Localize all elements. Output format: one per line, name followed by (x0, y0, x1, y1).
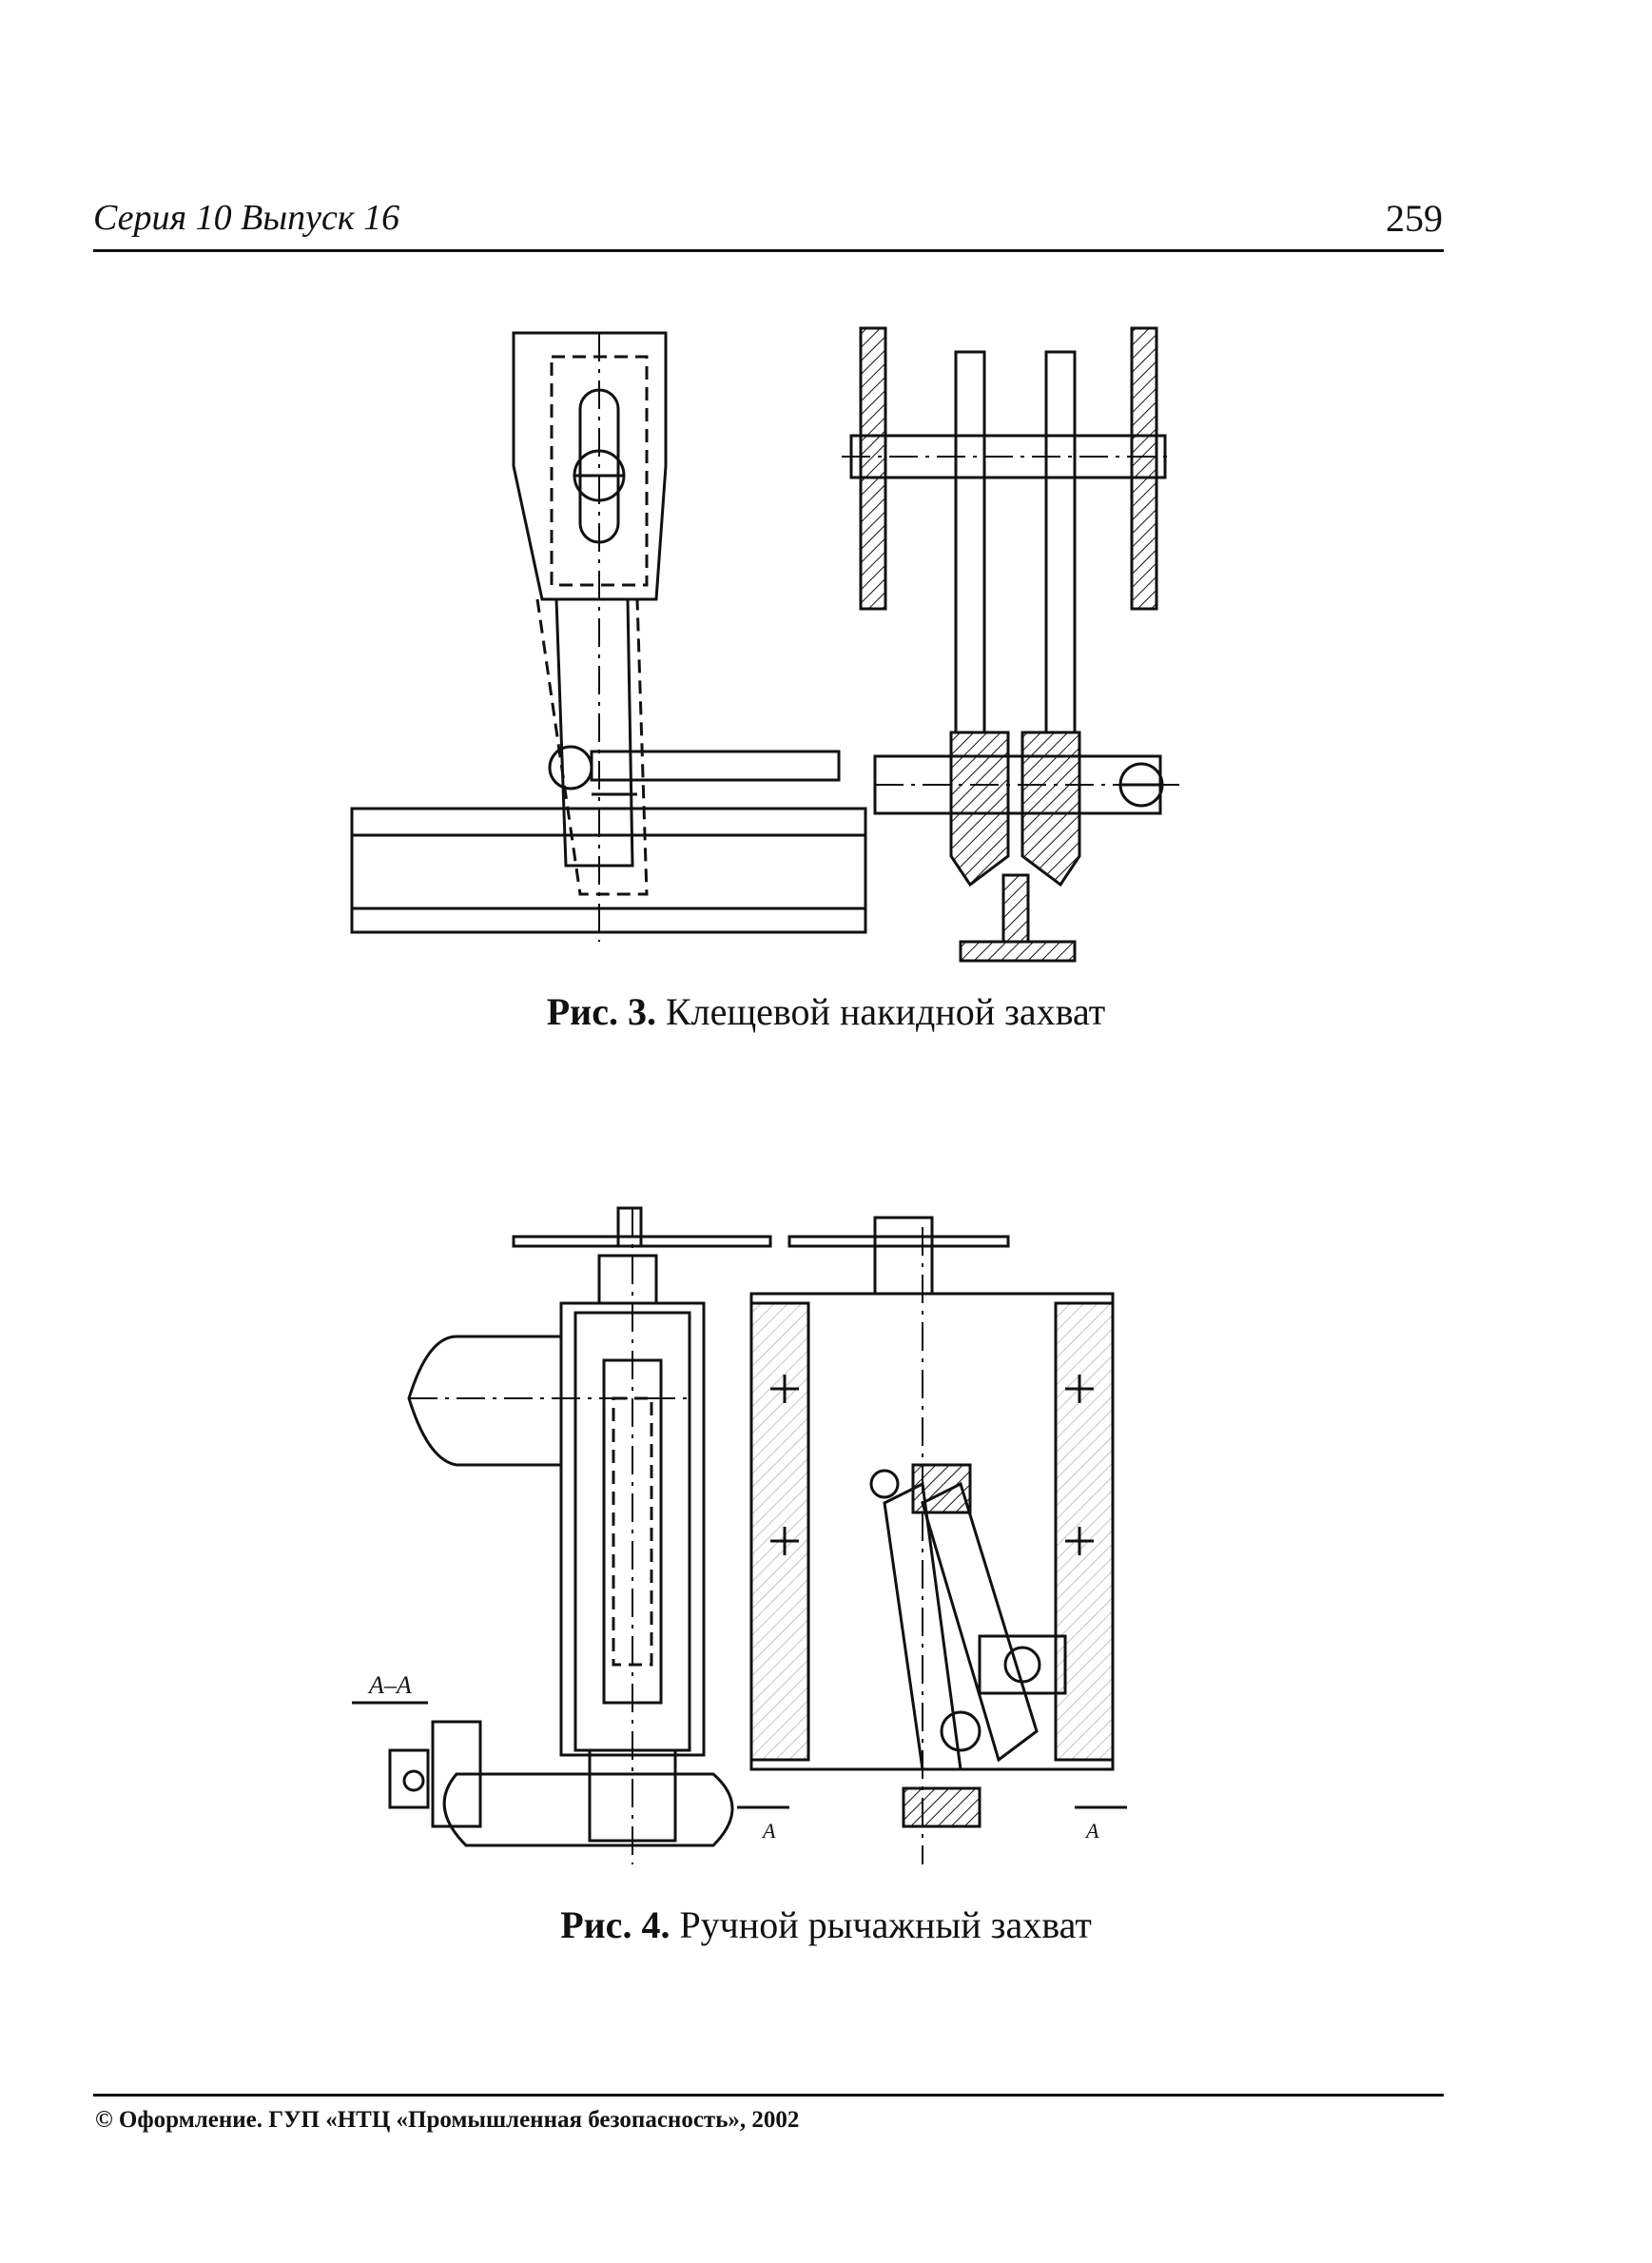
figure-4-title: Ручной рычажный захват (679, 1903, 1092, 1946)
header-divider (93, 249, 1444, 252)
figure-3-caption: Рис. 3. Клещевой накидной захват (0, 989, 1652, 1034)
figure-4-caption: Рис. 4. Ручной рычажный захват (0, 1902, 1652, 1947)
figure-3-number: Рис. 3. (546, 990, 656, 1033)
section-aa-label: А–А (367, 1671, 412, 1699)
footer-divider (93, 2094, 1444, 2097)
figure-4-drawing: А–А А А (314, 1199, 1227, 1864)
page-number: 259 (1386, 197, 1443, 240)
copyright-footer: © Оформление. ГУП «НТЦ «Промышленная без… (95, 2107, 800, 2133)
figure-3-drawing (342, 314, 1255, 970)
section-marker-left: А (761, 1819, 776, 1843)
series-label: Серия 10 Выпуск 16 (93, 198, 400, 238)
section-marker-right: А (1084, 1819, 1099, 1843)
figure-4-number: Рис. 4. (560, 1903, 671, 1946)
figure-3-title: Клещевой накидной захват (665, 990, 1106, 1033)
